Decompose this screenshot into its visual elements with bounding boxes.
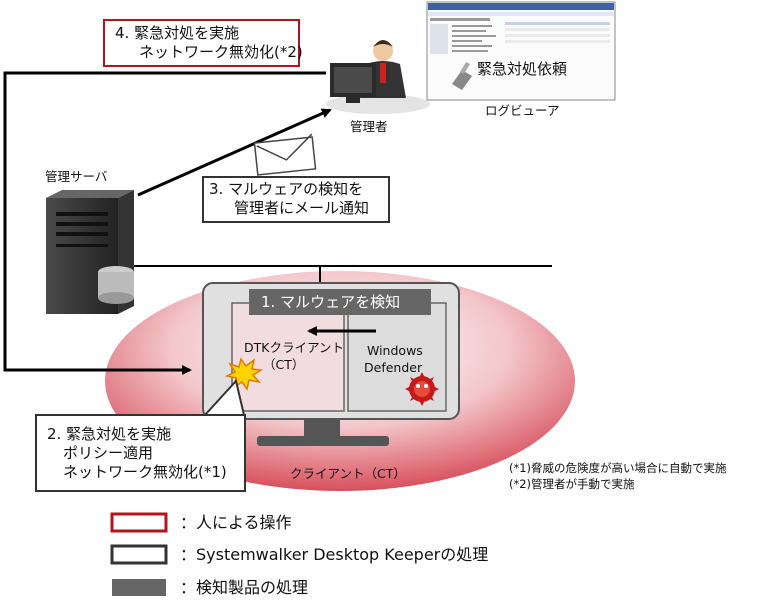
log-viewer-thumbnail bbox=[426, 1, 616, 101]
server-label: 管理サーバ bbox=[45, 169, 108, 184]
step4-box: 4. 緊急対処を実施 ネットワーク無効化(*2) bbox=[103, 19, 303, 67]
cursor-hand-icon bbox=[452, 62, 472, 90]
step2-line3: ネットワーク無効化(*1) bbox=[63, 463, 227, 481]
step4-line1: 4. 緊急対処を実施 bbox=[115, 24, 240, 42]
step1-band: 1. マルウェアを検知 bbox=[249, 289, 431, 315]
legend-label-sdk: ：Systemwalker Desktop Keeperの処理 bbox=[180, 545, 489, 564]
legend-label-detection: ：検知製品の処理 bbox=[180, 578, 309, 597]
step3-line2: 管理者にメール通知 bbox=[234, 199, 370, 217]
legend-swatch-human bbox=[110, 512, 168, 533]
defender-label-2: Defender bbox=[364, 360, 423, 375]
legend-swatch-sdk bbox=[110, 544, 168, 565]
dtk-client-label-1: DTKクライアント bbox=[244, 340, 344, 355]
defender-icon bbox=[405, 372, 439, 406]
legend-label-human: ：人による操作 bbox=[180, 513, 292, 532]
step2-line2: ポリシー適用 bbox=[63, 444, 154, 462]
legend-swatch-detection bbox=[112, 579, 166, 596]
admin-label: 管理者 bbox=[350, 119, 388, 134]
step3-box: 3. マルウェアの検知を 管理者にメール通知 bbox=[202, 176, 390, 223]
monitor-neck bbox=[304, 420, 340, 436]
log-viewer-label: ログビューア bbox=[485, 103, 560, 118]
step4-line2: ネットワーク無効化(*2) bbox=[139, 43, 303, 61]
defender-label-1: Windows bbox=[367, 343, 423, 358]
note-2: (*2)管理者が手動で実施 bbox=[509, 477, 635, 491]
step2-box: 2. 緊急対処を実施 ポリシー適用 ネットワーク無効化(*1) bbox=[35, 414, 246, 492]
monitor-base bbox=[257, 436, 389, 446]
mail-icon bbox=[253, 133, 317, 176]
step3-line1: 3. マルウェアの検知を bbox=[209, 180, 364, 198]
client-label: クライアント（CT） bbox=[290, 466, 406, 481]
step2-line1: 2. 緊急対処を実施 bbox=[47, 425, 172, 443]
admin-to-client-line bbox=[3, 71, 326, 375]
server-to-admin-arrow bbox=[137, 108, 332, 197]
step1-label: 1. マルウェアを検知 bbox=[261, 293, 401, 311]
admin-person-icon bbox=[326, 40, 430, 114]
note-1: (*1)脅威の危険度が高い場合に自動で実施 bbox=[509, 461, 727, 475]
emergency-request-label: 緊急対処依頼 bbox=[477, 60, 568, 78]
dtk-client-label-2: （CT） bbox=[263, 357, 305, 372]
monitor-screen-left bbox=[231, 302, 345, 412]
server-icon bbox=[46, 190, 134, 314]
